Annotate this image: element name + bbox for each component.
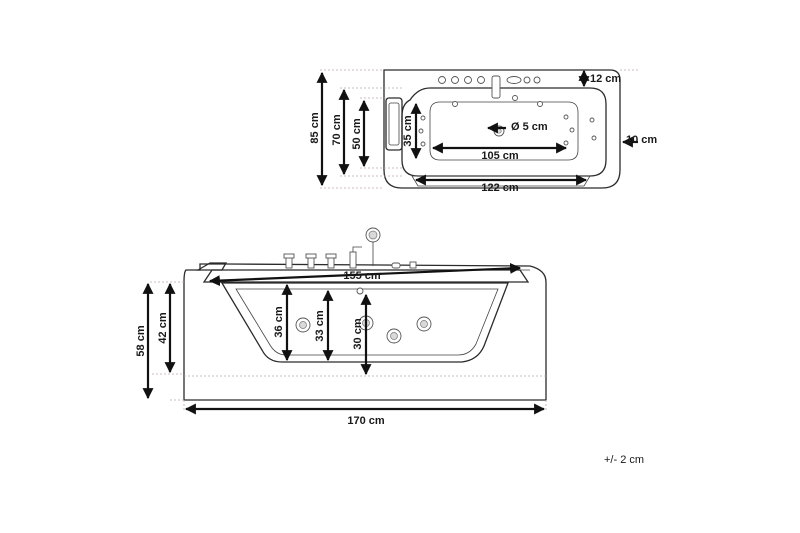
label-105: 105 cm [481,150,519,162]
label-85: 85 cm [309,112,321,143]
label-35: 35 cm [402,115,414,146]
dim-line-155 [208,262,522,287]
label-42: 42 cm [157,312,169,343]
label-122: 122 cm [481,182,519,194]
side-view-basin [220,282,509,363]
top-view: 85 cm 70 cm 50 cm 35 cm 12 cm 10 cm Ø 5 … [309,69,657,194]
side-view-controls [283,227,417,269]
label-50: 50 cm [351,118,363,149]
side-view-basin-inner [235,288,499,356]
top-view-jets [418,95,597,147]
label-drain: Ø 5 cm [511,121,548,133]
top-view-outer-rim [383,69,621,189]
label-170: 170 cm [347,415,385,427]
side-view-shell [183,263,547,401]
tolerance-note: +/- 2 cm [604,454,644,466]
label-58: 58 cm [135,325,147,356]
label-33: 33 cm [314,310,326,341]
top-view-controls [438,75,541,99]
top-view-headrest-pad [388,102,400,146]
top-view-basin-inner [429,101,579,161]
top-view-guides [320,69,640,189]
top-view-headrest [385,97,403,151]
label-12: 12 cm [590,73,621,85]
label-30: 30 cm [352,318,364,349]
side-view: 58 cm 42 cm 36 cm 33 cm 30 cm 155 cm 170… [135,227,547,427]
label-36: 36 cm [273,306,285,337]
label-10: 10 cm [626,134,657,146]
label-155: 155 cm [343,270,381,282]
label-70: 70 cm [331,114,343,145]
